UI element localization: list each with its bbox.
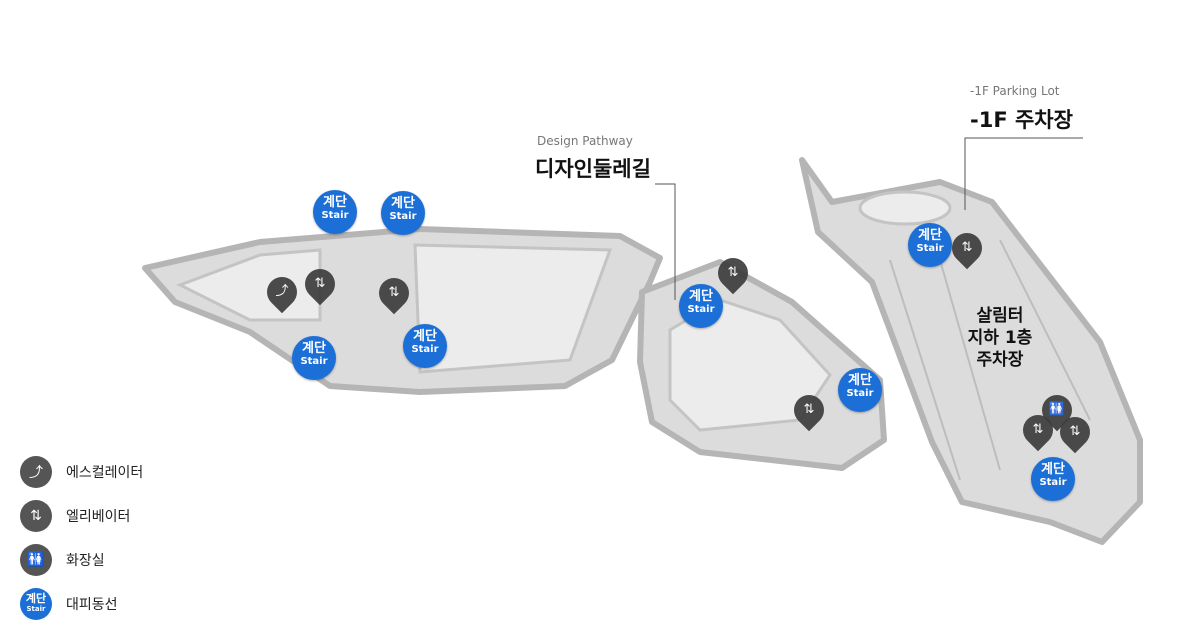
legend-label: 에스컬레이터 [66,465,144,481]
stair-en: Stair [687,304,715,315]
stair-icon-ko: 계단 [25,592,47,605]
legend-item-elevator: ⇅ 엘리베이터 [20,494,143,538]
stair-en: Stair [389,211,417,222]
stair-en: Stair [321,210,349,221]
center-line-2: 지하 1층 [967,328,1033,348]
legend-item-restroom: 🚻 화장실 [20,538,143,582]
escalator-pin[interactable]: ⤴ [260,270,304,314]
elevator-icon: ⇅ [20,500,52,532]
stair-ko: 계단 [391,196,415,211]
elevator-icon: ⇅ [961,240,973,255]
elevator-icon: ⇅ [1069,424,1081,439]
design-pathway-label-en: Design Pathway [537,134,633,148]
elevator-icon: ⇅ [388,285,400,300]
stair-en: Stair [846,388,874,399]
elevator-pin[interactable]: ⇅ [711,251,755,295]
elevator-icon: ⇅ [1032,422,1044,437]
escalator-icon: ⤴ [20,456,52,488]
parking-label-en: -1F Parking Lot [970,84,1060,98]
elevator-pin[interactable]: ⇅ [1016,408,1060,452]
center-line-3: 주차장 [976,350,1024,370]
legend-label: 화장실 [66,553,105,569]
parking-center-label: 살림터 지하 1층 주차장 [960,305,1040,371]
elevator-pin[interactable]: ⇅ [372,271,416,315]
restroom-icon: 🚻 [20,544,52,576]
elevator-icon: ⇅ [727,265,739,280]
stair-icon-en: Stair [26,605,46,613]
stair-en: Stair [1039,477,1067,488]
legend-label: 엘리베이터 [66,509,131,525]
stair-en: Stair [916,243,944,254]
stair-ko: 계단 [302,341,326,356]
stair-ko: 계단 [413,329,437,344]
legend-label: 대피동선 [66,597,118,613]
stair-ko: 계단 [689,289,713,304]
parking-leader [964,137,1083,210]
stair-en: Stair [300,356,328,367]
right-parking [799,157,1143,545]
design-pathway-label: 디자인둘레길 [535,157,651,181]
stair-ko: 계단 [1041,462,1065,477]
elevator-pin[interactable]: ⇅ [1053,410,1097,454]
stair-ko: 계단 [848,373,872,388]
elevator-pin[interactable]: ⇅ [298,262,342,306]
stair-en: Stair [411,344,439,355]
elevator-icon: ⇅ [803,402,815,417]
elevator-pin[interactable]: ⇅ [787,388,831,432]
elevator-icon: ⇅ [314,276,326,291]
stair-ko: 계단 [918,228,942,243]
elevator-pin[interactable]: ⇅ [945,226,989,270]
escalator-icon: ⤴ [275,284,289,299]
legend-item-escalator: ⤴ 에스컬레이터 [20,450,143,494]
center-line-1: 살림터 [976,306,1024,326]
stair-ko: 계단 [323,195,347,210]
design-pathway-leader [655,183,676,300]
parking-label: -1F 주차장 [970,108,1073,132]
